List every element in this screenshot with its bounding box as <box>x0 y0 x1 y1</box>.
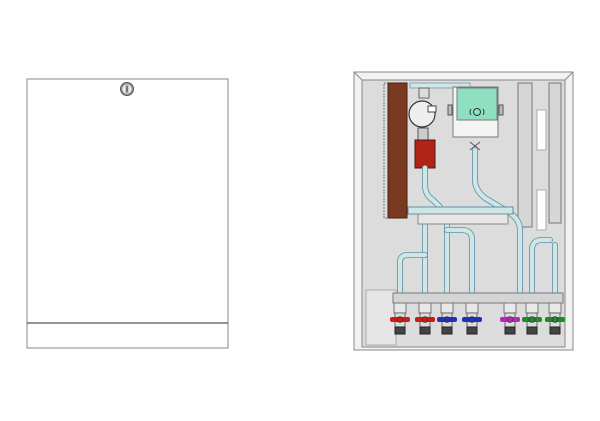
controller-unit <box>447 86 504 151</box>
manifold-bracket <box>417 213 509 225</box>
pipe <box>397 252 428 303</box>
insulation-strip <box>387 82 408 219</box>
ball-valve[interactable] <box>500 302 520 335</box>
pipe <box>472 147 523 303</box>
ball-valve[interactable] <box>545 302 565 335</box>
ball-valve[interactable] <box>390 302 410 335</box>
door-lock-icon[interactable] <box>120 82 134 96</box>
closed-cabinet <box>26 78 229 349</box>
open-cabinet <box>353 71 574 351</box>
ball-valve[interactable] <box>437 302 457 335</box>
pump-motor-block <box>414 139 436 169</box>
cabinet-door <box>26 78 229 349</box>
manifold <box>407 206 514 215</box>
ball-valve[interactable] <box>522 302 542 335</box>
ball-valve[interactable] <box>415 302 435 335</box>
controller-logo-icon <box>469 108 485 116</box>
circulation-pump <box>408 87 437 169</box>
pipe <box>444 227 475 303</box>
ball-valve[interactable] <box>462 302 482 335</box>
din-rails <box>517 82 562 231</box>
bottom-rail <box>392 292 564 304</box>
pipe <box>529 237 553 303</box>
pipe <box>422 165 443 210</box>
valve-row <box>390 302 565 335</box>
pipework <box>397 147 558 303</box>
